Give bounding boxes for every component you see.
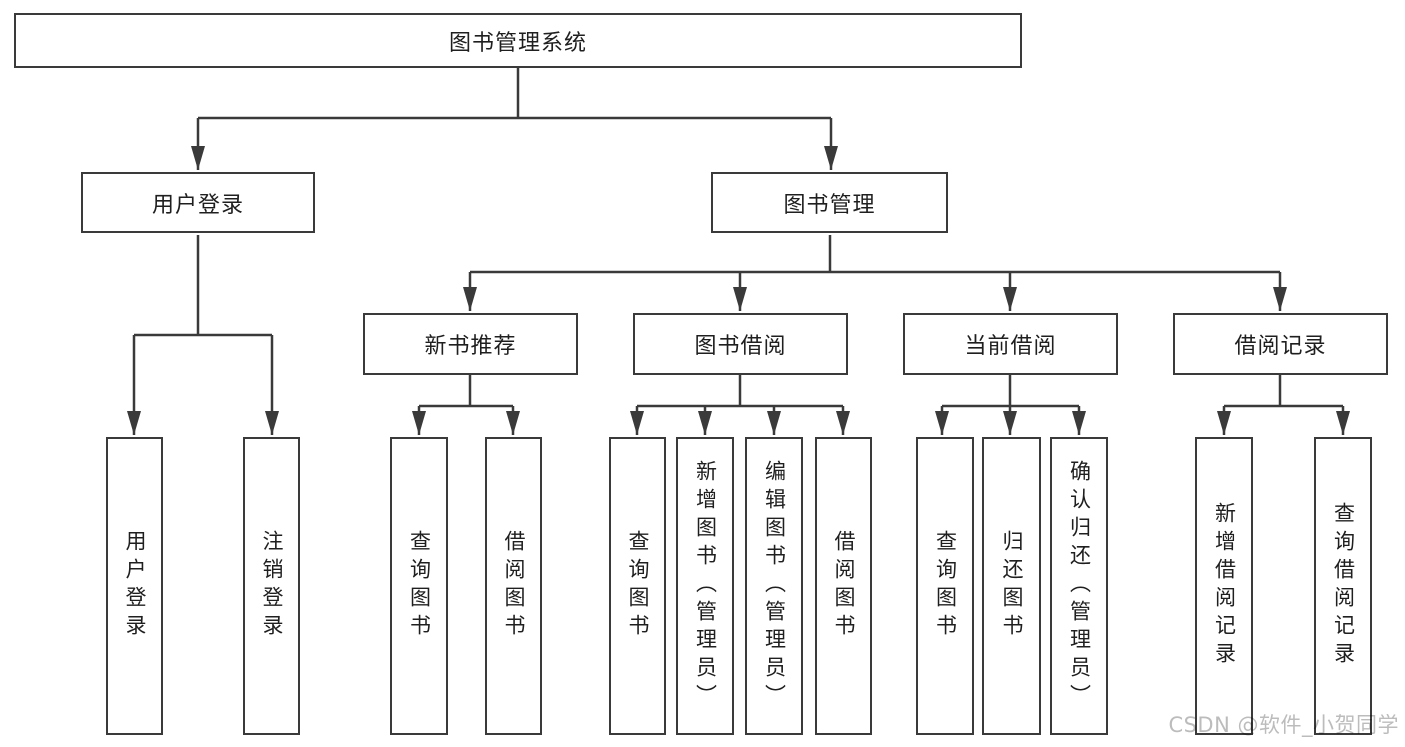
node-label: 图书管理系统 xyxy=(448,30,587,56)
node-label: 编辑图书（管理员） xyxy=(762,460,787,712)
node-library-management-system: 图书管理系统 xyxy=(14,13,1022,68)
leaf-query-books-recommend: 查询图书 xyxy=(390,437,448,735)
node-label: 查询图书 xyxy=(626,530,650,642)
node-label: 查询图书 xyxy=(933,530,958,642)
leaf-query-borrow-records: 查询借阅记录 xyxy=(1314,437,1372,735)
node-book-borrowing: 图书借阅 xyxy=(633,313,848,375)
node-label: 用户登录 xyxy=(123,530,147,642)
leaf-user-login: 用户登录 xyxy=(106,437,163,735)
node-label: 新书推荐 xyxy=(424,334,517,359)
leaf-query-books-borrowing: 查询图书 xyxy=(609,437,666,735)
node-label: 注销登录 xyxy=(260,530,284,642)
node-label: 借阅记录 xyxy=(1234,334,1327,359)
node-user-login: 用户登录 xyxy=(81,172,315,233)
leaf-query-books-current: 查询图书 xyxy=(916,437,974,735)
leaf-edit-book-admin: 编辑图书（管理员） xyxy=(745,437,803,735)
node-label: 查询借阅记录 xyxy=(1331,502,1356,670)
node-new-book-recommend: 新书推荐 xyxy=(363,313,578,375)
node-book-management: 图书管理 xyxy=(711,172,948,233)
leaf-logout: 注销登录 xyxy=(243,437,300,735)
node-label: 图书借阅 xyxy=(694,334,787,359)
leaf-borrow-books: 借阅图书 xyxy=(815,437,872,735)
leaf-borrow-books-recommend: 借阅图书 xyxy=(485,437,542,735)
node-label: 用户登录 xyxy=(151,192,244,218)
node-label: 图书管理 xyxy=(783,192,876,218)
node-borrowing-records: 借阅记录 xyxy=(1173,313,1388,375)
node-label: 当前借阅 xyxy=(964,334,1057,359)
node-label: 查询图书 xyxy=(407,530,432,642)
node-label: 借阅图书 xyxy=(502,530,526,642)
leaf-add-borrow-record: 新增借阅记录 xyxy=(1195,437,1253,735)
node-label: 归还图书 xyxy=(1000,530,1024,642)
node-label: 确认归还（管理员） xyxy=(1067,460,1092,712)
leaf-add-book-admin: 新增图书（管理员） xyxy=(676,437,734,735)
node-label: 新增借阅记录 xyxy=(1212,502,1237,670)
leaf-return-books: 归还图书 xyxy=(982,437,1041,735)
node-label: 借阅图书 xyxy=(832,530,856,642)
node-current-borrowing: 当前借阅 xyxy=(903,313,1118,375)
node-label: 新增图书（管理员） xyxy=(693,460,718,712)
leaf-confirm-return-admin: 确认归还（管理员） xyxy=(1050,437,1108,735)
